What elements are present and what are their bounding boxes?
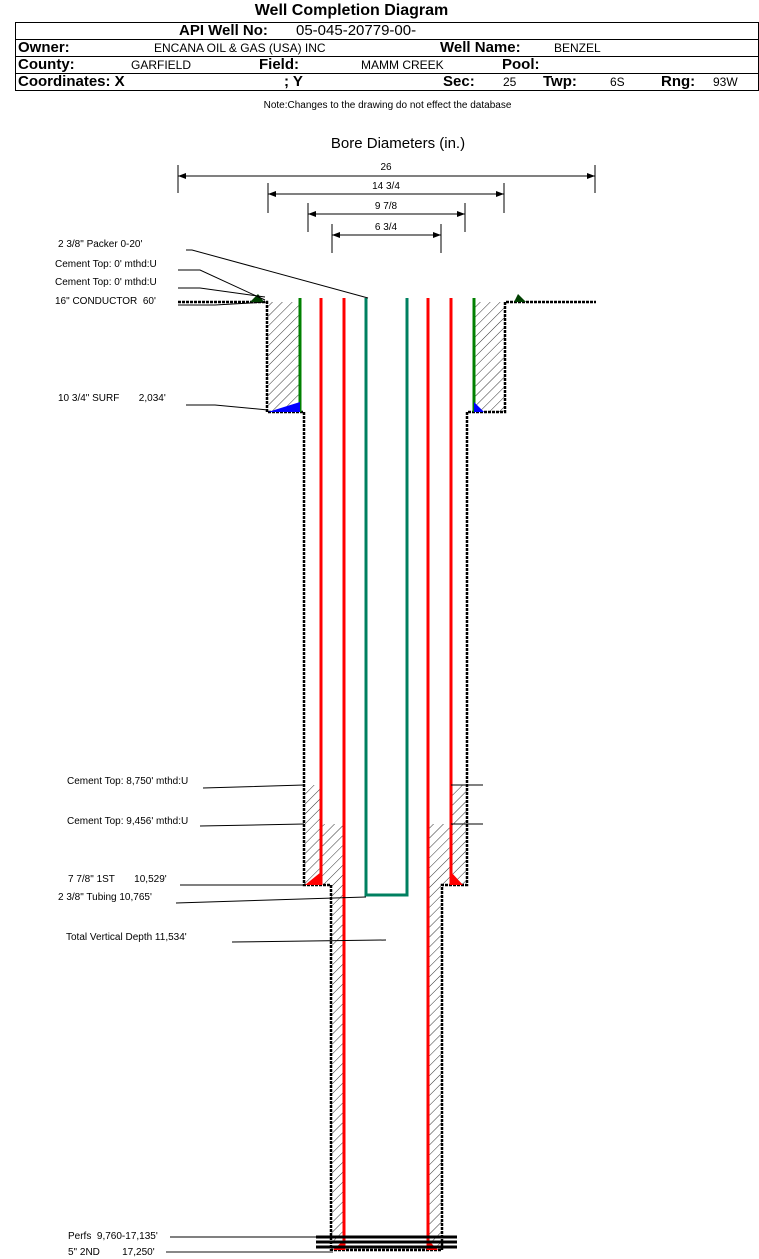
well-header: API Well No: 05-045-20779-00- Owner: ENCAN… xyxy=(15,22,759,91)
hole-outline xyxy=(178,300,596,1252)
annotation-labels: 2 3/8" Packer 0-20' Cement Top: 0' mthd:… xyxy=(55,239,188,1258)
field-label: Field: xyxy=(259,56,299,73)
coord-y-label: ; Y xyxy=(284,73,303,90)
cement xyxy=(267,302,505,1250)
label-cement-top-3: Cement Top: 8,750' mthd:U xyxy=(67,776,188,787)
api-value: 05-045-20779-00- xyxy=(296,22,417,39)
label-tubing: 2 3/8" Tubing 10,765' xyxy=(58,892,152,903)
field-value: MAMM CREEK xyxy=(361,58,444,72)
note: Note:Changes to the drawing do not effec… xyxy=(263,100,512,111)
label-cement-top-1: Cement Top: 0' mthd:U xyxy=(55,259,157,270)
api-label: API Well No: xyxy=(179,22,268,39)
owner-label: Owner: xyxy=(18,39,70,56)
county-value: GARFIELD xyxy=(131,58,192,72)
rng-value: 93W xyxy=(713,75,738,89)
label-packer: 2 3/8" Packer 0-20' xyxy=(58,239,142,250)
dim-9-7-8: 9 7/8 xyxy=(375,201,398,212)
label-surface-casing: 10 3/4" SURF 2,034' xyxy=(58,393,166,404)
cement-shoes xyxy=(250,294,526,1250)
county-label: County: xyxy=(18,56,75,73)
owner-value: ENCANA OIL & GAS (USA) INC xyxy=(154,41,326,55)
label-tvd: Total Vertical Depth 11,534' xyxy=(66,932,187,943)
sec-value: 25 xyxy=(503,75,517,89)
wellname-value: BENZEL xyxy=(554,41,601,55)
leader-lines xyxy=(166,249,483,1253)
tubing xyxy=(364,298,409,897)
pool-label: Pool: xyxy=(502,56,540,73)
label-cement-top-2: Cement Top: 0' mthd:U xyxy=(55,277,157,288)
diagram-title: Well Completion Diagram xyxy=(254,2,449,19)
dim-6-3-4: 6 3/4 xyxy=(375,222,398,233)
casings xyxy=(298,298,476,1250)
dim-14-3-4: 14 3/4 xyxy=(372,181,400,192)
twp-label: Twp: xyxy=(543,73,577,90)
label-conductor: 16" CONDUCTOR 60' xyxy=(55,296,156,307)
perforations xyxy=(316,1235,457,1249)
rng-label: Rng: xyxy=(661,73,696,90)
bore-title: Bore Diameters (in.) xyxy=(331,135,465,152)
label-1st-casing: 7 7/8" 1ST 10,529' xyxy=(68,874,167,885)
dimension-lines xyxy=(177,165,596,253)
label-perfs: Perfs 9,760-17,135' xyxy=(68,1231,158,1242)
label-2nd-casing: 5" 2ND 17,250' xyxy=(68,1247,155,1258)
label-cement-top-4: Cement Top: 9,456' mthd:U xyxy=(67,816,188,827)
wellname-label: Well Name: xyxy=(440,39,521,56)
twp-value: 6S xyxy=(610,75,625,89)
coord-x-label: Coordinates: X xyxy=(18,73,125,90)
dim-26: 26 xyxy=(380,162,392,173)
sec-label: Sec: xyxy=(443,73,475,90)
